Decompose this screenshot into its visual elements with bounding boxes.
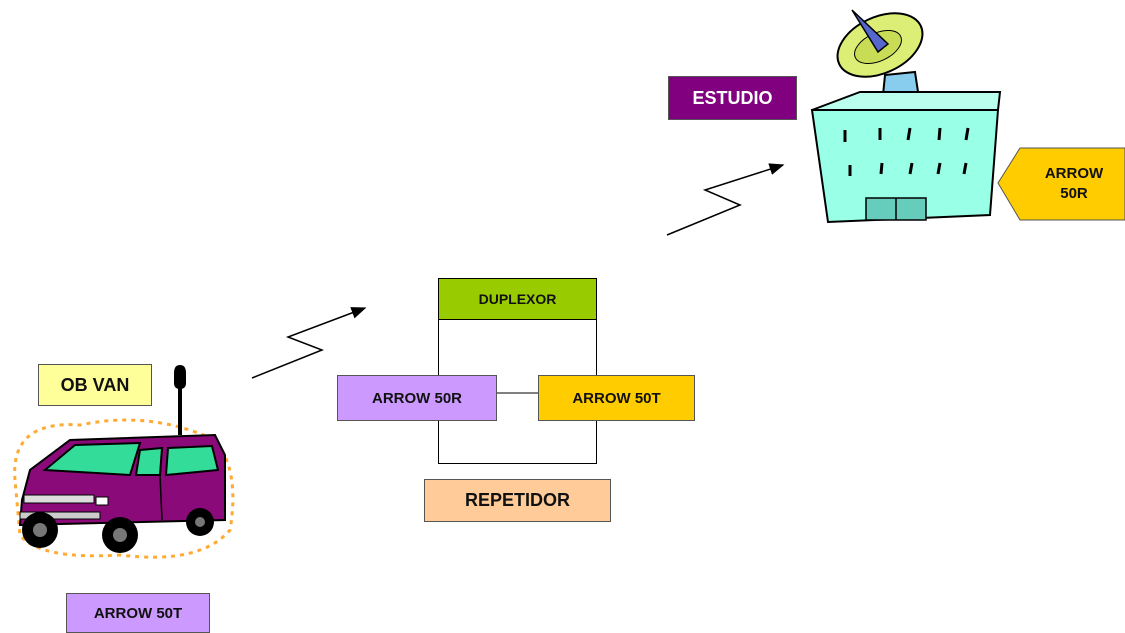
radio-link-van-to-repeater	[251, 307, 367, 379]
duplexor-label: DUPLEXOR	[438, 278, 597, 320]
radio-link-repeater-to-studio	[666, 163, 785, 236]
studio-building-icon	[810, 9, 1002, 224]
studio-receiver-label-line1: ARROW	[1044, 165, 1104, 182]
studio-receiver-shape	[997, 147, 1125, 221]
ob-van-label: OB VAN	[38, 364, 152, 406]
ob-van-icon	[13, 365, 235, 559]
studio-receiver-label-line2: 50R	[1060, 185, 1088, 202]
repeater-transmitter-label: ARROW 50T	[538, 375, 695, 421]
estudio-label: ESTUDIO	[668, 76, 797, 120]
ob-van-transmitter-label: ARROW 50T	[66, 593, 210, 633]
repeater-receiver-label: ARROW 50R	[337, 375, 497, 421]
repetidor-label: REPETIDOR	[424, 479, 611, 522]
studio-receiver-label: ARROW 50R	[1030, 155, 1118, 213]
